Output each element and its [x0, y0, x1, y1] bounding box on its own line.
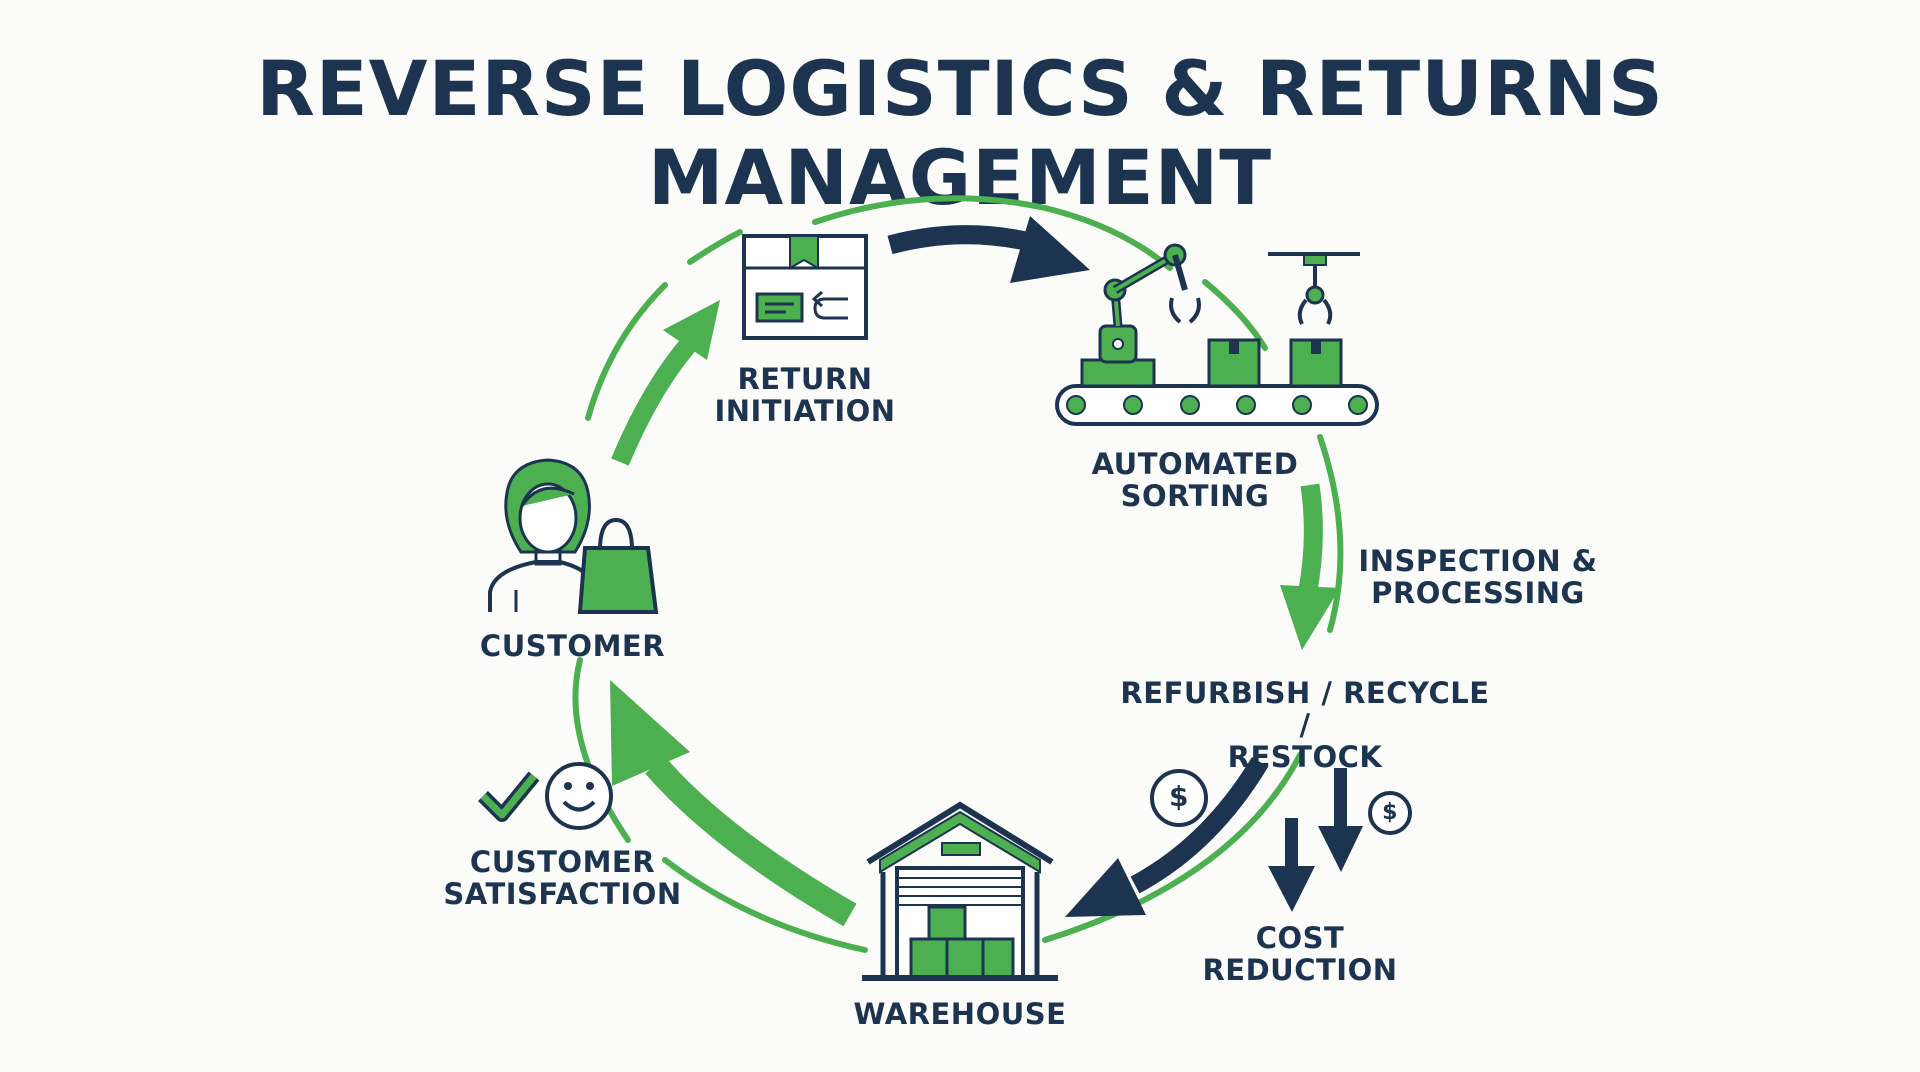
arrow-customer-to-initiation [611, 338, 696, 466]
label-line: SATISFACTION [443, 877, 682, 911]
arrow-refurbish-to-warehouse [1130, 757, 1269, 894]
label-line: SORTING [1120, 479, 1270, 513]
label-line: INSPECTION & [1358, 544, 1598, 578]
dollar-down-arrows-icon [1150, 768, 1412, 912]
currency-symbol: $ [1169, 780, 1189, 813]
node-customer-satisfaction: CUSTOMER SATISFACTION [430, 846, 695, 910]
node-warehouse: WAREHOUSE [840, 998, 1080, 1030]
page-title: REVERSE LOGISTICS & RETURNS MANAGEMENT [256, 44, 1664, 222]
node-automated-sorting: AUTOMATED SORTING [1070, 448, 1320, 512]
arrow-head [663, 300, 720, 360]
arrow-sorting-to-inspection [1297, 483, 1323, 597]
arrow-head [1280, 585, 1340, 650]
return-box-icon [742, 234, 868, 340]
node-refurbish-recycle-restock: REFURBISH / RECYCLE / RESTOCK [1110, 677, 1500, 773]
warehouse-icon [862, 801, 1058, 981]
outer-cycle-ring [572, 195, 1344, 953]
label-line: INITIATION [714, 394, 896, 428]
label-line: PROCESSING [1371, 576, 1585, 610]
robotic-conveyor-icon [1055, 243, 1379, 426]
currency-symbol: $ [1382, 800, 1398, 825]
customer-shopping-bag-icon [488, 458, 659, 614]
arrow-warehouse-to-customer [645, 756, 857, 927]
label-line: COST [1255, 921, 1345, 955]
node-inspection-processing: INSPECTION & PROCESSING [1348, 545, 1608, 609]
label-line: CUSTOMER [469, 845, 656, 879]
arrow-head [1065, 858, 1146, 917]
arrow-head [1010, 216, 1090, 283]
label-line: CUSTOMER [479, 629, 666, 663]
node-cost-reduction: COST REDUCTION [1190, 922, 1410, 986]
label-line: REFURBISH / RECYCLE / [1120, 676, 1490, 742]
arrow-head [610, 680, 690, 786]
label-line: RESTOCK [1227, 740, 1383, 774]
label-line: WAREHOUSE [853, 997, 1067, 1031]
check-smiley-icon [478, 762, 613, 830]
flow-arrows [610, 216, 1340, 927]
label-line: AUTOMATED [1091, 447, 1299, 481]
node-return-initiation: RETURN INITIATION [700, 363, 910, 427]
node-customer: CUSTOMER [460, 630, 685, 662]
arrow-initiation-to-sorting [887, 225, 1033, 255]
label-line: RETURN [737, 362, 873, 396]
label-line: REDUCTION [1202, 953, 1398, 987]
